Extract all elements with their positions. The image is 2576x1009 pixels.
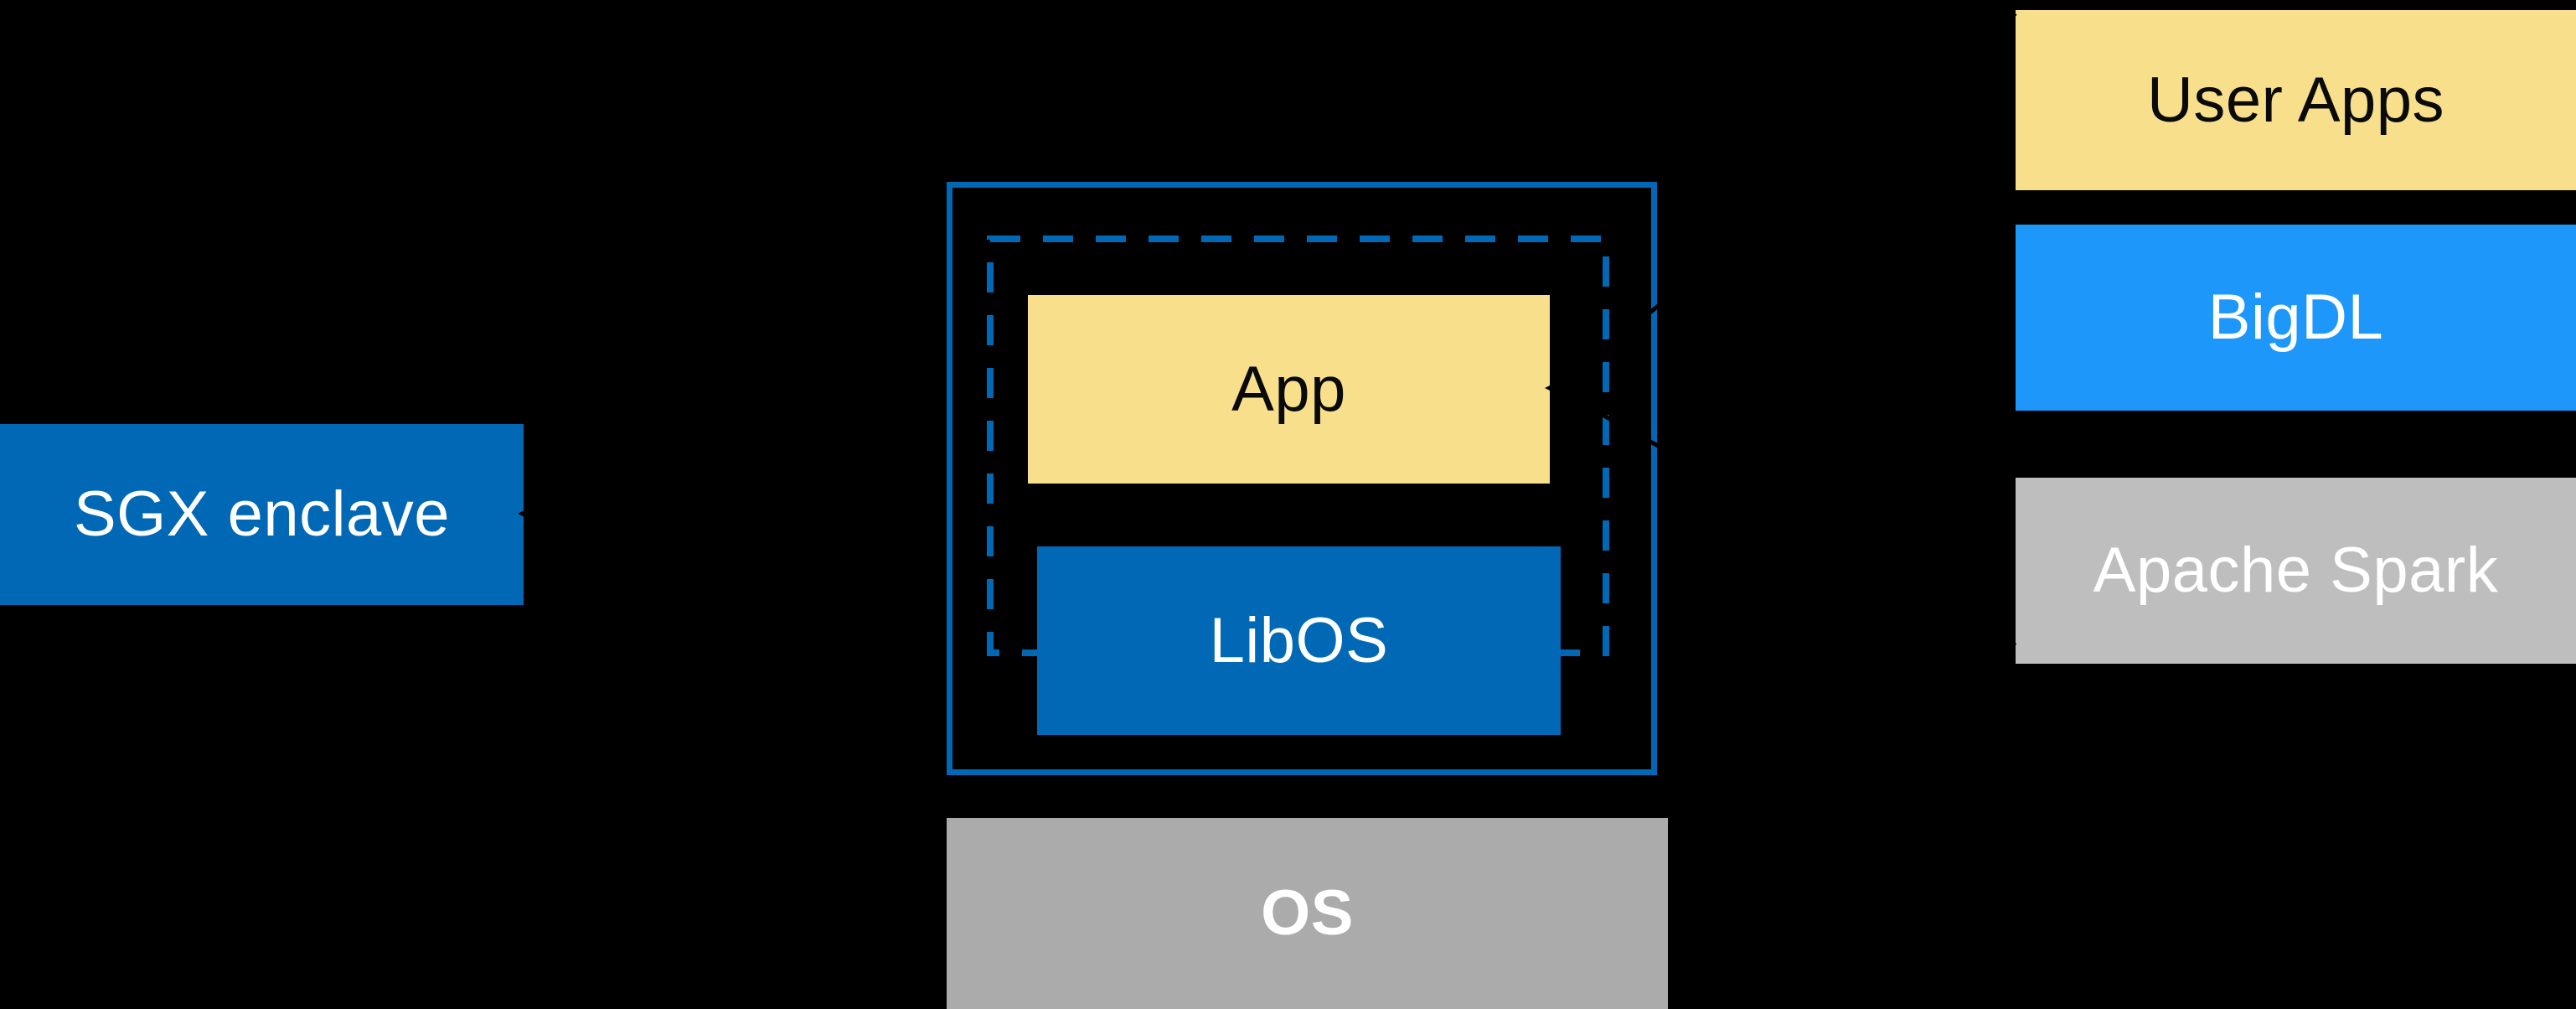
- libos-box: LibOS: [1037, 546, 1561, 735]
- sgx-enclave-label: SGX enclave: [73, 479, 451, 550]
- sgx-enclave-box: SGX enclave: [0, 424, 524, 605]
- app-box: App: [1028, 295, 1550, 484]
- apache-spark-box: Apache Spark: [2016, 478, 2576, 664]
- apache-spark-label: Apache Spark: [2093, 535, 2499, 606]
- os-label: OS: [1261, 877, 1354, 949]
- user-apps-box: User Apps: [2016, 10, 2576, 190]
- bigdl-label: BigDL: [2207, 282, 2384, 353]
- os-box: OS: [947, 818, 1668, 1009]
- user-apps-label: User Apps: [2146, 64, 2445, 136]
- app-label: App: [1231, 353, 1346, 425]
- bigdl-box: BigDL: [2016, 225, 2576, 411]
- libos-label: LibOS: [1209, 604, 1389, 676]
